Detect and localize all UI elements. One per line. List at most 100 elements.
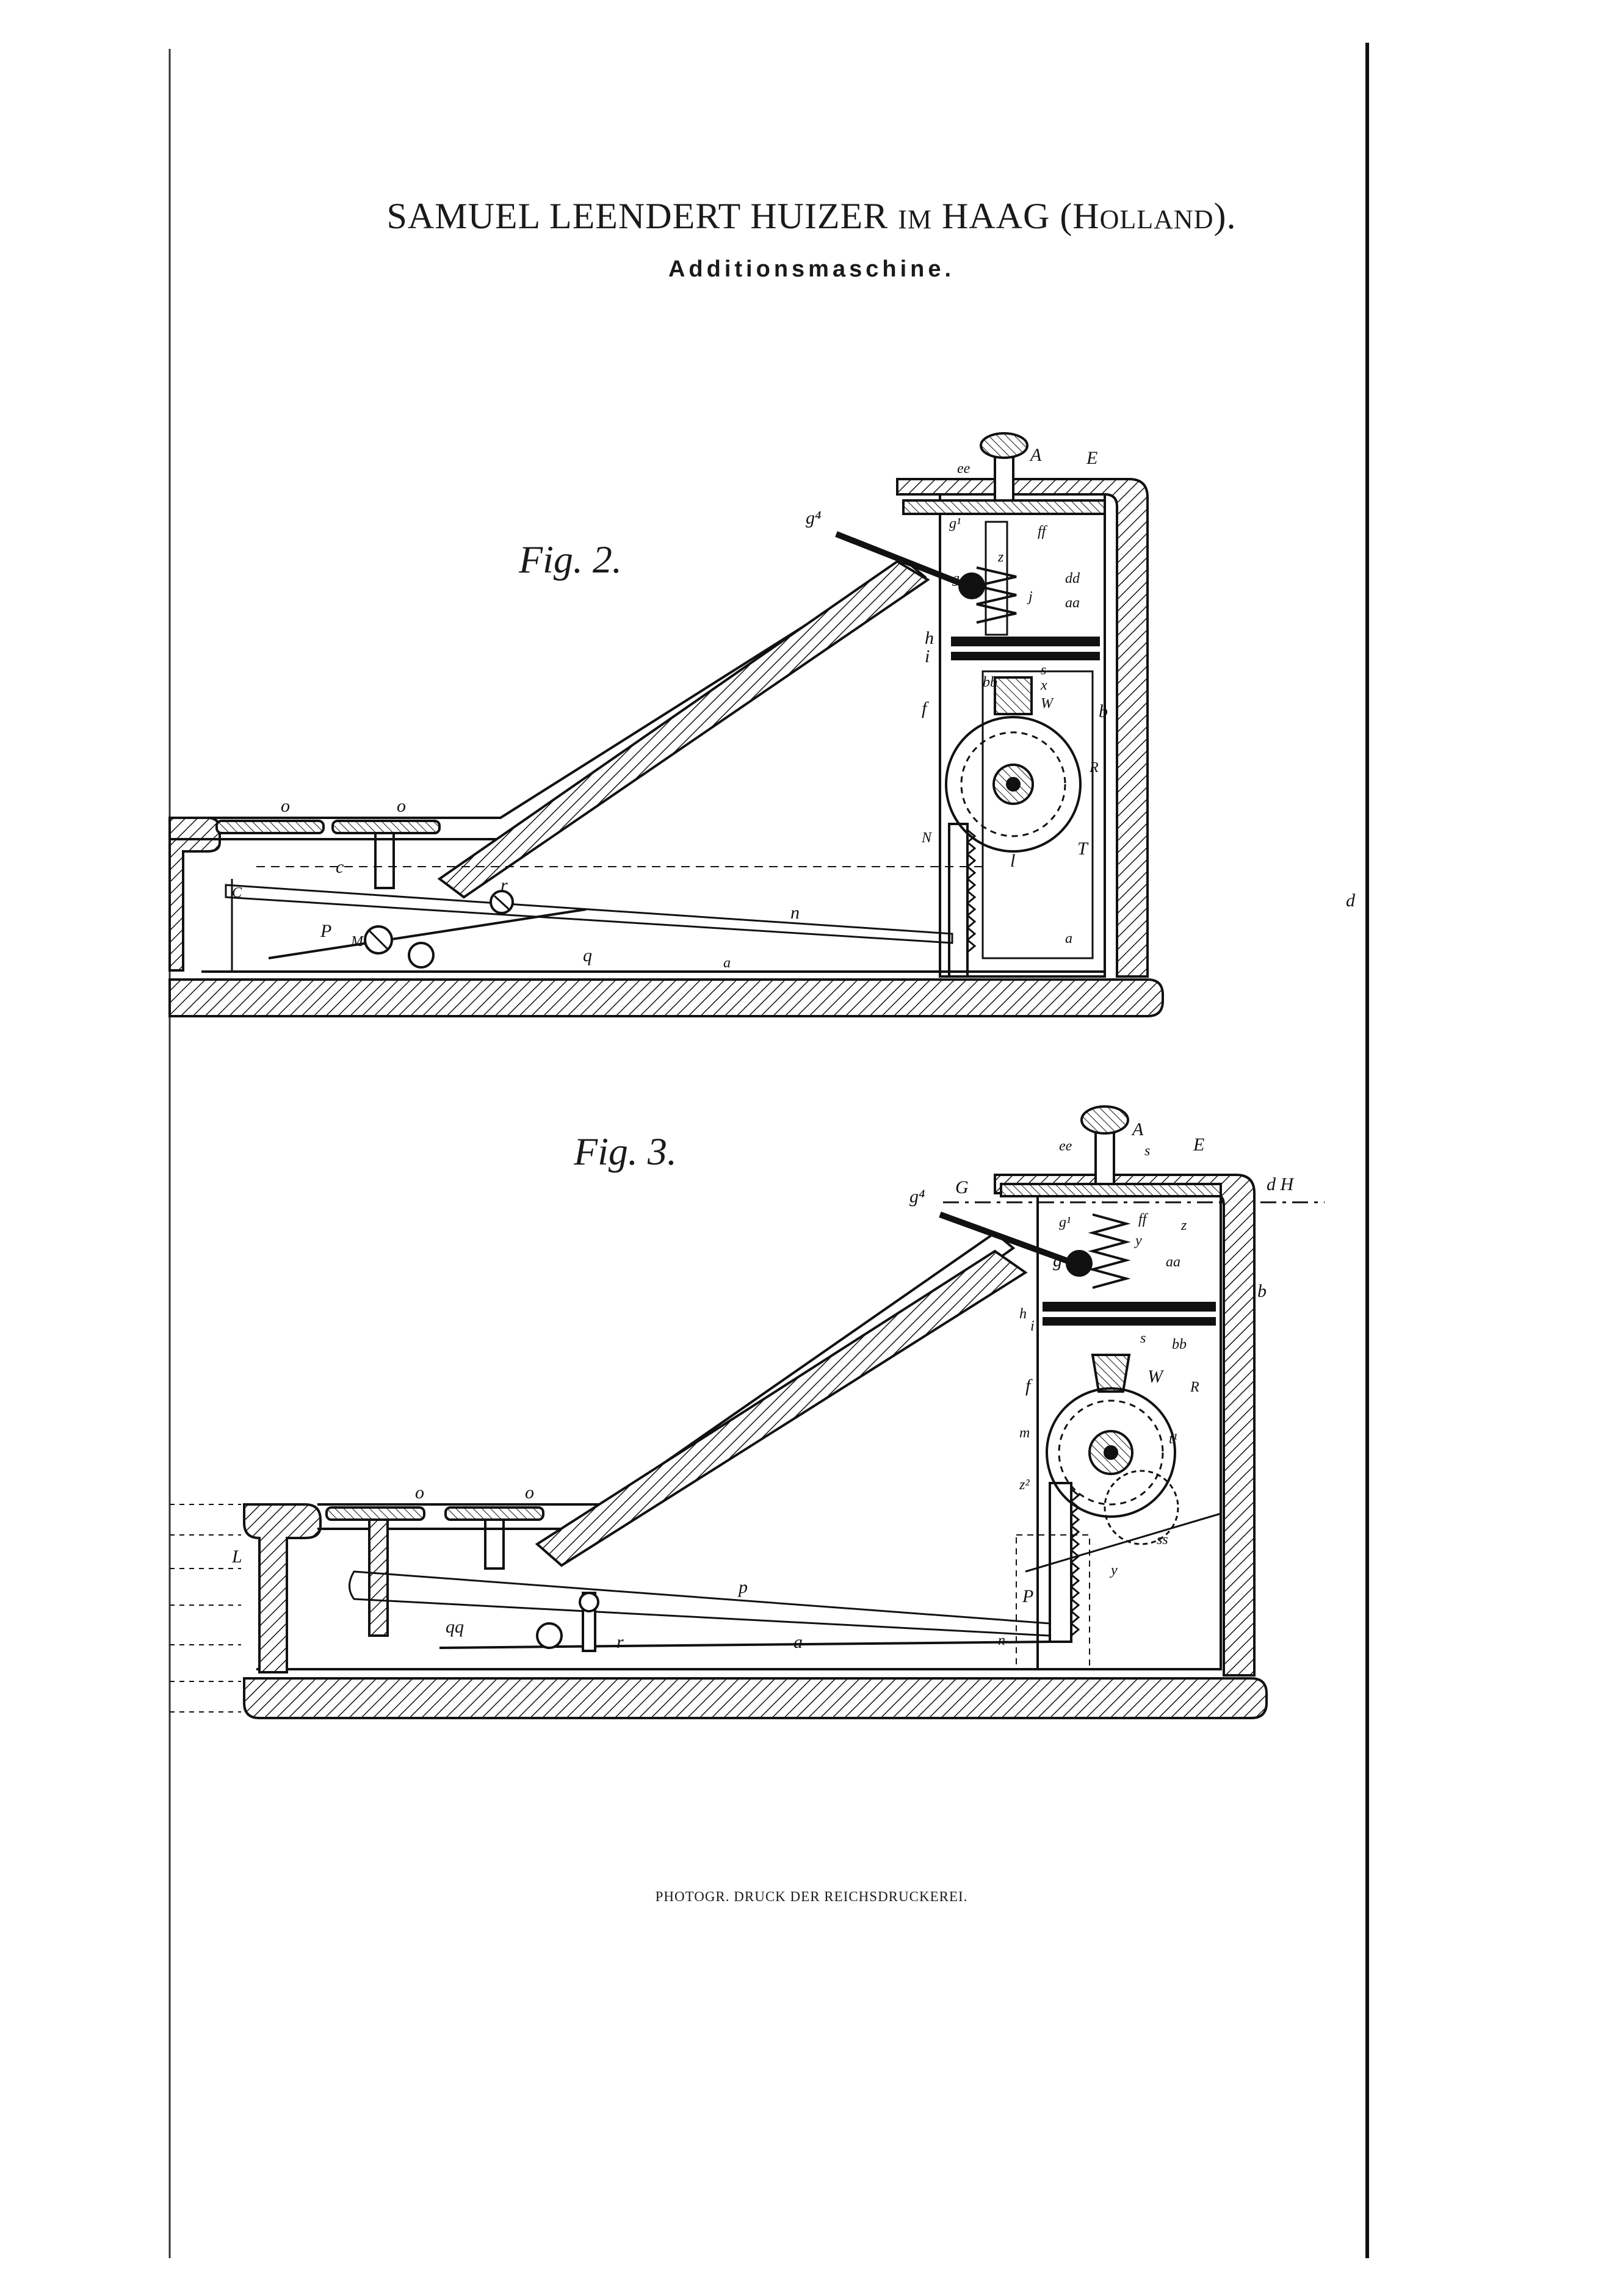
fig2-key-stem	[374, 832, 395, 889]
fig2-label-g4: g⁴	[806, 508, 821, 528]
fig2-label-o2: o	[397, 796, 406, 816]
fig2-roller	[408, 942, 435, 969]
fig2-label-R: R	[1089, 760, 1099, 776]
fig3-lever-g4	[939, 1211, 1075, 1266]
patentee-name: SAMUEL LEENDERT HUIZER	[386, 196, 889, 236]
fig2-housing-frame	[939, 493, 1106, 978]
fig3-key-1	[325, 1506, 425, 1521]
fig2-label-n: n	[790, 903, 800, 923]
fig3-key-stem-1	[368, 1518, 389, 1637]
fig3-label-W: W	[1148, 1366, 1165, 1387]
fig2-lever-n	[225, 884, 953, 944]
fig3-label-dH: d H	[1267, 1174, 1295, 1194]
fig3-label-s2: s	[1140, 1330, 1146, 1346]
fig3-label-E: E	[1193, 1135, 1204, 1155]
fig3-label-y: y	[1134, 1233, 1142, 1249]
fig3-label-o2: o	[525, 1482, 534, 1503]
fig3-gear-wheel	[1046, 1387, 1176, 1518]
fig3-base-plate	[243, 1677, 1268, 1719]
fig3-key-lever-p	[349, 1570, 1051, 1637]
fig3-rack-teeth	[1069, 1488, 1080, 1637]
fig2-knob-button	[980, 432, 1028, 459]
fig2-label-aa: aa	[1065, 595, 1080, 611]
fig3-label-R: R	[1190, 1379, 1199, 1395]
fig3-label-h: h	[1019, 1306, 1027, 1322]
fig3-roller	[536, 1622, 563, 1649]
fig3-label-i: i	[1030, 1318, 1035, 1334]
fig3-label-L: L	[231, 1547, 242, 1567]
fig3-label-r: r	[616, 1632, 624, 1652]
fig2-label-f: f	[922, 698, 929, 718]
fig3-label-qq: qq	[446, 1617, 464, 1637]
patent-title: Additionsmaschine.	[668, 256, 955, 282]
fig2-label-o1: o	[281, 796, 290, 816]
fig2-label-h: h	[925, 628, 934, 648]
fig3-label-g4: g⁴	[909, 1186, 925, 1207]
fig2-label-E: E	[1086, 448, 1097, 468]
fig2-label-W: W	[1041, 696, 1054, 712]
fig2-label-ee: ee	[957, 461, 971, 477]
fig3-knob-button	[1080, 1105, 1129, 1135]
fig3-rack	[1049, 1482, 1072, 1643]
fig3-label-t1: t¹	[1169, 1431, 1177, 1447]
patentee-line: SAMUEL LEENDERT HUIZER IM HAAG (HOLLAND)…	[0, 195, 1623, 237]
fig3-dashed-box	[1016, 1534, 1090, 1670]
fig3-label-z: z	[1180, 1218, 1187, 1233]
fig3-label-o1: o	[415, 1482, 424, 1503]
fig2-top-plate-outline	[170, 560, 927, 840]
margin-label-d: d	[1346, 890, 1356, 911]
fig2-label-a2: a	[1065, 931, 1072, 947]
fig3-housing-frame	[1036, 1192, 1222, 1670]
fig3-label-m: m	[1019, 1425, 1030, 1441]
fig3-label-ff: ff	[1138, 1211, 1149, 1227]
patentee-place: HAAG	[941, 196, 1050, 236]
fig2-inner-case	[981, 670, 1094, 959]
fig3-label-g: g	[1053, 1251, 1062, 1271]
fig2-inclined-board	[437, 560, 930, 899]
fig3-label-ss: ss	[1157, 1532, 1168, 1548]
fig2-label-C: C	[232, 885, 242, 901]
printer-imprint: PHOTOGR. DRUCK DER REICHSDRUCKEREI.	[655, 1889, 968, 1904]
fig2-rack-teeth	[966, 829, 977, 953]
fig2-key-2	[331, 820, 441, 834]
fig2-rack	[948, 823, 969, 978]
fig2-label-l: l	[1010, 851, 1015, 871]
fig2-caption: Fig. 2.	[519, 538, 622, 581]
fig3-plate-i	[1043, 1317, 1216, 1326]
fig3-label-bb: bb	[1172, 1337, 1187, 1352]
fig3-pivot	[579, 1592, 599, 1612]
fig3-inclined-board	[535, 1249, 1028, 1567]
fig2-labels: A E ee g⁴ g¹ ff z g j dd aa h i bb s x W…	[232, 445, 1356, 971]
fig3-lower-gear	[1104, 1470, 1179, 1545]
fig2-label-x: x	[1040, 677, 1047, 693]
fig2-label-q: q	[583, 945, 592, 966]
fig2-drawing	[168, 432, 1164, 1017]
fig3-plate-h	[1043, 1302, 1216, 1312]
fig3-label-a: a	[793, 1632, 803, 1652]
fig2-label-bb: bb	[983, 674, 997, 690]
fig3-label-z2: z²	[1019, 1477, 1030, 1493]
fig2-label-z: z	[997, 549, 1004, 565]
fig3-label-p: p	[737, 1577, 748, 1597]
fig3-cover-plate	[1000, 1183, 1222, 1197]
fig3-labels: A ee s E g⁴ G d H g¹ ff z g y aa b h i b…	[231, 1119, 1295, 1652]
fig2-plate-h	[951, 637, 1100, 646]
fig2-wheel-pitch	[960, 731, 1066, 837]
fig3-caption: Fig. 3.	[574, 1130, 677, 1173]
fig2-housing-wall	[896, 478, 1149, 978]
fig3-gear-axle	[1104, 1445, 1118, 1460]
fig2-cover-plate	[902, 499, 1106, 515]
fig3-extension-lines	[170, 1504, 241, 1713]
fig2-key-1	[215, 820, 325, 834]
fig2-label-M: M	[350, 934, 364, 950]
fig2-label-b: b	[1099, 701, 1108, 721]
fig3-diagonal-link	[1025, 1512, 1221, 1573]
fig2-lever-g4	[835, 531, 969, 589]
fig3-key-stem-2	[484, 1518, 505, 1570]
fig2-label-g1: g¹	[949, 516, 961, 532]
fig3-label-ee: ee	[1059, 1138, 1072, 1154]
fig2-spring	[976, 566, 1017, 624]
fig3-label-A: A	[1131, 1119, 1144, 1139]
fig2-label-ff: ff	[1038, 524, 1048, 540]
